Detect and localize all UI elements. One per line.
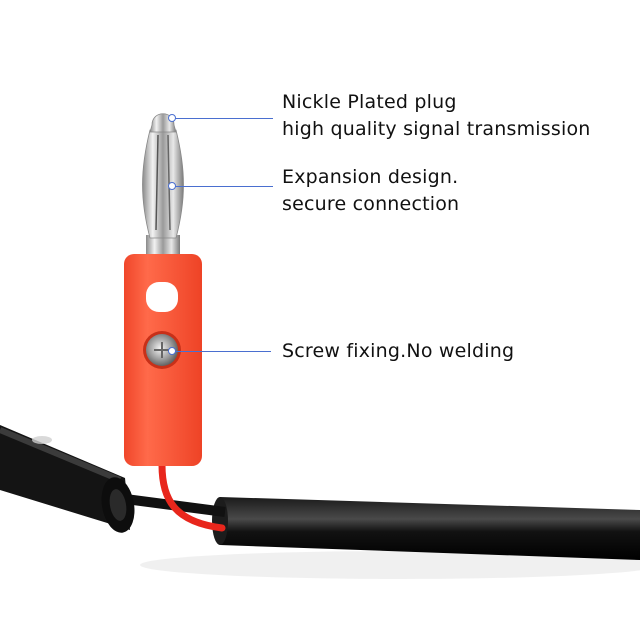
cable-shadow — [140, 551, 640, 579]
leader-line-3 — [171, 351, 271, 352]
black-cable-right — [212, 497, 640, 560]
callout-2-line-1: Expansion design. — [282, 166, 459, 188]
red-wire — [158, 461, 226, 532]
callout-screw-fixing: Screw fixing.No welding — [282, 338, 514, 365]
leader-dot-2 — [168, 182, 176, 190]
callout-expansion-design: Expansion design. secure connection — [282, 164, 459, 218]
leader-dot-3 — [168, 347, 176, 355]
nickel-plated-pin — [142, 113, 184, 255]
black-plug-left — [0, 425, 135, 533]
callout-nickel-plated: Nickle Plated plug high quality signal t… — [282, 89, 591, 143]
callout-1-line-2: high quality signal transmission — [282, 118, 591, 140]
callout-1-line-1: Nickle Plated plug — [282, 91, 457, 113]
leader-line-1 — [171, 118, 273, 119]
red-plug-body — [124, 254, 202, 466]
cross-hole — [146, 282, 178, 312]
callout-2-line-2: secure connection — [282, 193, 460, 215]
callout-3-line-1: Screw fixing.No welding — [282, 340, 515, 362]
leader-line-2 — [171, 186, 273, 187]
leader-dot-1 — [168, 114, 176, 122]
